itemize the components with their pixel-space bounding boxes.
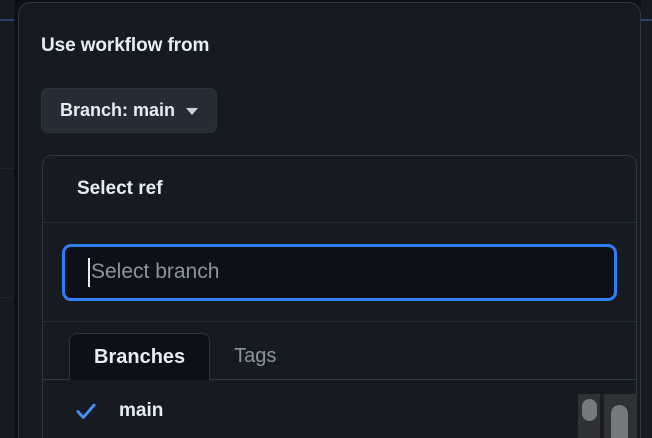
select-ref-title: Select ref — [77, 178, 163, 199]
branch-list: main — [43, 380, 636, 438]
page-scrollbar-thumb[interactable] — [611, 405, 628, 438]
list-item-label: main — [119, 400, 164, 421]
inner-list-scrollbar[interactable] — [578, 394, 600, 438]
tab-branches[interactable]: Branches — [69, 333, 211, 380]
page-backdrop-accent-line — [0, 19, 14, 21]
page-backdrop-right — [641, 0, 652, 438]
tab-tags-label: Tags — [234, 344, 277, 367]
run-workflow-dialog: Use workflow from Branch: main Select re… — [18, 2, 641, 438]
page-backdrop-divider-bottom — [0, 297, 14, 298]
branch-selector-label: Branch: main — [60, 100, 176, 120]
tab-branches-label: Branches — [94, 345, 186, 368]
page-scrollbar[interactable] — [604, 394, 637, 438]
tabs-filler — [300, 333, 636, 380]
inner-list-scrollbar-thumb[interactable] — [582, 399, 597, 421]
page-backdrop-right-accent-line — [641, 19, 652, 21]
search-branch-input[interactable] — [62, 243, 617, 301]
branch-selector-button[interactable]: Branch: main — [41, 88, 218, 133]
scrollbar-separator — [600, 394, 604, 438]
select-ref-header: Select ref — [43, 156, 636, 223]
tabs-left-filler — [43, 379, 69, 380]
list-item[interactable]: main — [43, 380, 636, 438]
page-title: Use workflow from — [41, 35, 210, 56]
page-backdrop-divider-top — [0, 168, 14, 169]
check-icon — [76, 403, 96, 419]
ref-tabs: Branches Tags — [43, 322, 636, 380]
search-input-wrapper — [62, 243, 617, 301]
tab-tags[interactable]: Tags — [210, 333, 301, 380]
select-ref-panel: Select ref Branches Tags — [42, 155, 637, 438]
chevron-down-icon — [186, 108, 199, 115]
page-backdrop-left — [0, 0, 14, 438]
select-ref-search-row — [43, 223, 636, 322]
text-cursor — [88, 257, 90, 287]
